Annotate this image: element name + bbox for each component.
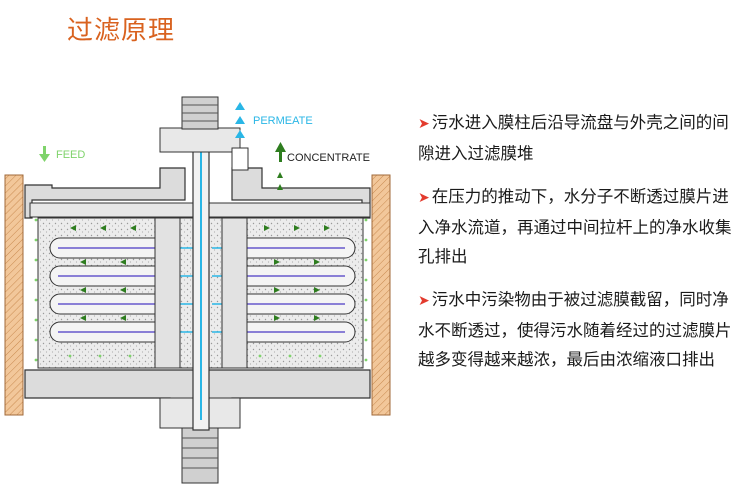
arrow-bullet-icon: ➤ bbox=[418, 116, 430, 132]
permeate-outlet bbox=[231, 147, 249, 171]
feed-arrows bbox=[34, 146, 368, 362]
feed-label: FEED bbox=[56, 149, 85, 161]
top-flange-right bbox=[231, 167, 371, 219]
arrow-bullet-icon: ➤ bbox=[418, 190, 430, 206]
top-nut bbox=[159, 127, 241, 153]
right-shell-wall bbox=[371, 174, 391, 416]
note-text: 在压力的推动下，水分子不断透过膜片进入净水流道，再通过中间拉杆上的净水收集孔排出 bbox=[418, 187, 732, 266]
bottom-bolt bbox=[181, 427, 219, 484]
explanation-notes: ➤污水进入膜柱后沿导流盘与外壳之间的间隙进入过滤膜堆 ➤在压力的推动下，水分子不… bbox=[418, 108, 744, 388]
center-hub-left bbox=[154, 217, 181, 369]
arrow-bullet-icon: ➤ bbox=[418, 293, 430, 309]
page-title: 过滤原理 bbox=[67, 16, 176, 46]
top-flange bbox=[24, 167, 186, 219]
note-text: 污水中污染物由于被过滤膜截留，同时净水不断透过，使得污水随着经过的过滤膜片越多变… bbox=[418, 290, 732, 369]
permeate-label: PERMEATE bbox=[253, 115, 313, 127]
permeate-arrows bbox=[235, 102, 245, 138]
note-item: ➤污水进入膜柱后沿导流盘与外壳之间的间隙进入过滤膜堆 bbox=[418, 108, 744, 168]
center-hub-right bbox=[221, 217, 248, 369]
membrane-pillows-right bbox=[229, 237, 356, 343]
note-item: ➤污水中污染物由于被过滤膜截留，同时净水不断透过，使得污水随着经过的过滤膜片越多… bbox=[418, 285, 744, 374]
concentrate-arrows bbox=[70, 142, 330, 321]
note-text: 污水进入膜柱后沿导流盘与外壳之间的间隙进入过滤膜堆 bbox=[418, 113, 729, 163]
note-item: ➤在压力的推动下，水分子不断透过膜片进入净水流道，再通过中间拉杆上的净水收集孔排… bbox=[418, 182, 744, 271]
concentrate-label: CONCENTRATE bbox=[287, 152, 370, 164]
filtration-diagram: FEED PERMEATE CONCENTRATE bbox=[4, 96, 391, 484]
left-shell-wall bbox=[4, 174, 24, 416]
